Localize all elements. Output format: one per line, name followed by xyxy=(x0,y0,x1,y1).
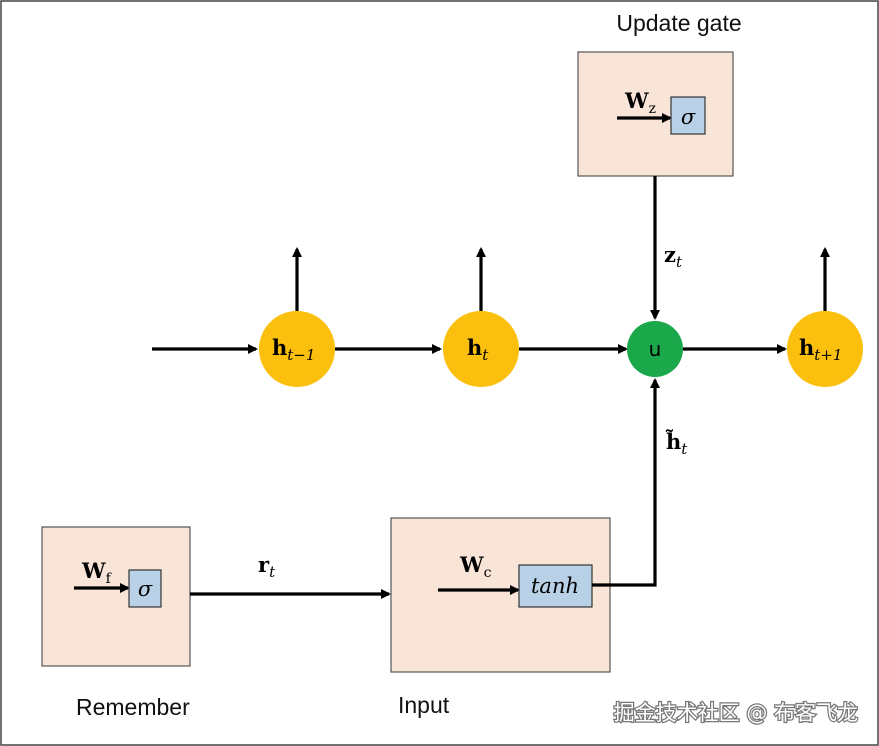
h-tilde-label: h̃t xyxy=(666,429,689,458)
z-t-label: zt xyxy=(664,242,683,271)
h-t-label: ht xyxy=(467,335,489,364)
remember-gate-sigma-box xyxy=(128,569,162,608)
h-next-sub: t+1 xyxy=(814,346,842,364)
input-caption: Input xyxy=(398,692,450,718)
remember-caption: Remember xyxy=(76,694,190,720)
r-t-sub: t xyxy=(269,563,276,581)
update-gate-box xyxy=(577,51,734,177)
u-label: u xyxy=(649,337,662,361)
remember-gate-weight-base: W xyxy=(81,558,106,583)
h-prev-base: h xyxy=(272,335,287,360)
update-gate-sigma-box xyxy=(670,96,706,135)
update-gate-weight-sub: z xyxy=(649,101,656,117)
h-t-node xyxy=(443,311,519,387)
h-next-label: ht+1 xyxy=(799,335,842,364)
h-tilde-arrow xyxy=(592,378,660,587)
z-t-base: z xyxy=(664,242,676,267)
r-t-label: rt xyxy=(258,552,276,581)
r-t-base: r xyxy=(258,552,270,577)
remember-gate-box xyxy=(41,526,191,667)
update-gate-caption: Update gate xyxy=(616,10,741,36)
input-gate-weight-sub: c xyxy=(484,565,492,581)
h-t-base: h xyxy=(467,335,482,360)
u-node xyxy=(627,321,683,377)
h-tilde-sub: t xyxy=(681,440,688,458)
input-gate-weight-label: Wc xyxy=(459,552,492,581)
input-gate-weight-base: W xyxy=(459,552,484,577)
h-prev-sub: t−1 xyxy=(287,346,315,364)
h-next-base: h xyxy=(799,335,814,360)
z-t-sub: t xyxy=(676,253,683,271)
h-t-sub: t xyxy=(482,346,489,364)
watermark: 掘金技术社区 @ 布客飞龙 xyxy=(614,701,858,725)
h-prev-label: ht−1 xyxy=(272,335,315,364)
update-gate-weight-label: Wz xyxy=(624,88,656,117)
h-next-node xyxy=(787,311,863,387)
input-gate-tanh: tanh xyxy=(531,574,579,598)
h-tilde-base: h̃ xyxy=(666,429,682,454)
update-gate-sigma: σ xyxy=(681,105,696,129)
input-gate-tanh-box xyxy=(518,564,593,608)
remember-gate-weight-label: Wf xyxy=(81,558,113,587)
remember-gate-weight-sub: f xyxy=(106,571,113,587)
update-gate-weight-base: W xyxy=(624,88,649,113)
h-prev-node xyxy=(259,311,335,387)
remember-gate-sigma: σ xyxy=(138,577,153,601)
